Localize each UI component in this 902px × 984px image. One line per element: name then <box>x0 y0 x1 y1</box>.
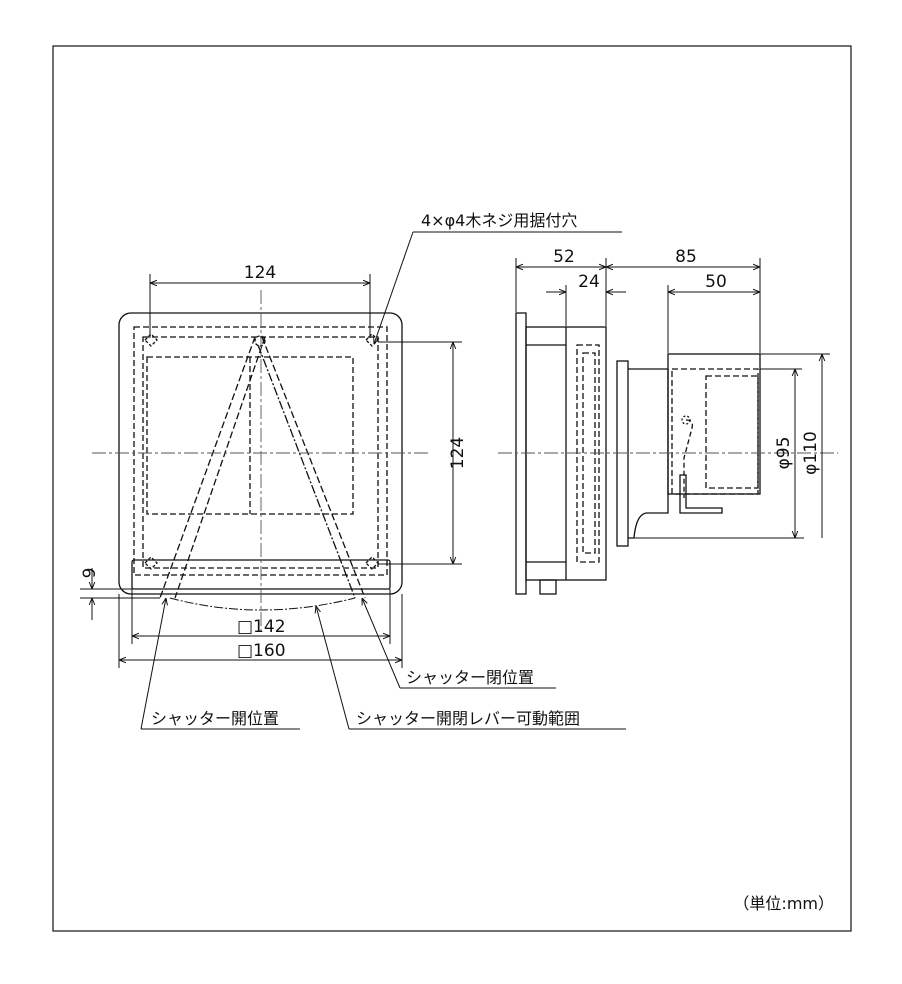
mount-hole-bottom-left <box>144 556 158 570</box>
mount-hole-top-right <box>365 333 379 347</box>
dim-side-duct-total: 85 <box>675 247 697 267</box>
side-inner-hidden <box>576 344 600 563</box>
side-hinge-pin <box>681 415 691 425</box>
leader-shutter-open <box>140 598 300 730</box>
lever-range-arc <box>169 597 356 611</box>
front-panel-outline <box>118 312 403 595</box>
dim-side-outer-diameter: φ110 <box>801 431 821 475</box>
leader-mount-holes <box>374 231 622 344</box>
side-view <box>515 312 761 595</box>
front-hidden-outline-outer <box>133 326 388 576</box>
side-shutter-hinge <box>683 419 694 498</box>
front-hidden-outline-inner <box>142 336 379 569</box>
dim-front-gap <box>80 568 160 620</box>
front-centerlines <box>92 290 430 635</box>
side-duct-damper <box>705 375 759 489</box>
note-mount-holes: 4×φ4木ネジ用据付穴 <box>421 211 577 230</box>
drawing-border <box>52 45 852 932</box>
dim-outer-square <box>118 594 403 668</box>
dim-inner-square-label: □142 <box>237 617 286 637</box>
dim-front-gap-label: 9 <box>80 568 100 579</box>
side-bracket <box>679 474 723 514</box>
dim-inner-square <box>131 589 391 644</box>
dim-side-inner-diameter: φ95 <box>774 437 794 470</box>
side-bottom-tab <box>539 579 557 595</box>
dim-front-height <box>378 341 462 565</box>
note-shutter-open: シャッター開位置 <box>151 709 279 728</box>
dim-front-height-label: 124 <box>448 437 468 469</box>
shutter-lever-right <box>261 336 366 599</box>
mount-hole-bottom-right <box>365 556 379 570</box>
dim-side-depth <box>515 258 761 353</box>
dim-front-width <box>149 274 371 338</box>
dim-outer-square-label: □160 <box>237 641 286 661</box>
side-duct-flange <box>616 360 629 547</box>
leader-lever-range <box>316 606 626 730</box>
shutter-lever-right-phantom <box>257 344 356 599</box>
side-duct-pipe <box>667 353 761 495</box>
dim-side-depth-total: 52 <box>553 247 575 267</box>
side-duct-connector <box>628 368 669 539</box>
dim-side-depth-inner: 24 <box>578 272 600 292</box>
note-lever-range: シャッター開閉レバー可動範囲 <box>356 709 580 728</box>
front-view <box>118 312 403 611</box>
side-front-plate <box>515 312 527 595</box>
mount-hole-top-left <box>144 333 158 347</box>
dim-side-diameters <box>630 353 830 539</box>
lever-pivot <box>254 335 266 347</box>
unit-note: （単位:mm） <box>733 894 834 913</box>
side-duct-inner <box>671 368 759 495</box>
dim-side-duct-inner: 50 <box>705 272 727 292</box>
leader-shutter-closed <box>362 598 556 689</box>
dim-front-width-label: 124 <box>244 263 276 283</box>
note-shutter-closed: シャッター閉位置 <box>406 668 534 687</box>
shutter-lever-left <box>159 336 266 599</box>
